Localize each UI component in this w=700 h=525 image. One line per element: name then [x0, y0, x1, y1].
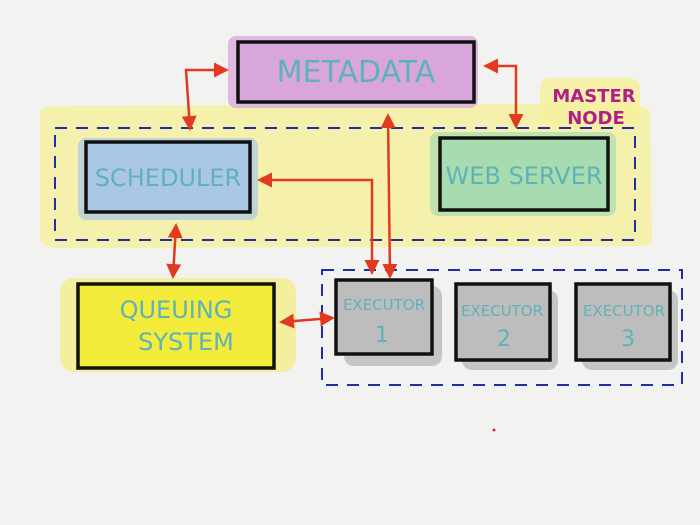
metadata-node: METADATA — [228, 36, 478, 108]
metadata-label: METADATA — [277, 55, 436, 90]
queuing-system-label-line1: QUEUING — [120, 296, 233, 324]
web-server-node: WEB SERVER — [430, 132, 616, 216]
metadata-box — [236, 40, 476, 104]
executor-2-number: 2 — [497, 327, 511, 352]
executor-3-box — [574, 282, 672, 362]
executor-2-label: EXECUTOR — [461, 302, 543, 320]
scheduler-box — [84, 140, 252, 214]
connector-scheduler-queuing — [166, 223, 183, 279]
queuing-system-node: QUEUING SYSTEM — [60, 278, 296, 372]
scheduler-label: SCHEDULER — [95, 164, 241, 192]
stray-dot — [492, 428, 496, 432]
executor-3-label: EXECUTOR — [583, 302, 665, 320]
connector-metadata-executor1 — [380, 113, 398, 279]
connector-metadata-scheduler — [181, 62, 229, 131]
web-server-box — [438, 136, 610, 212]
connector-scheduler-executor1 — [257, 172, 380, 275]
connector-queuing-executor1 — [279, 311, 335, 329]
executor-2-node: EXECUTOR 2 — [454, 282, 558, 370]
executor-3-node: EXECUTOR 3 — [574, 282, 678, 370]
master-node-label-line2: NODE — [567, 108, 625, 129]
connector-metadata-webserver — [483, 58, 524, 129]
executor-1-box — [334, 278, 434, 356]
executor-3-number: 3 — [621, 327, 635, 352]
master-node-dashed-border — [54, 127, 636, 241]
queuing-system-label-line2: SYSTEM — [138, 328, 234, 356]
executor-1-label: EXECUTOR — [343, 296, 425, 314]
executor-1-node: EXECUTOR 1 — [334, 278, 442, 366]
web-server-label: WEB SERVER — [445, 162, 602, 190]
queuing-system-box — [76, 282, 276, 370]
connectors — [166, 58, 524, 329]
master-node-label-line1: MASTER — [552, 86, 635, 107]
executor-1-number: 1 — [375, 323, 389, 348]
scheduler-node: SCHEDULER — [78, 138, 258, 220]
master-node-highlight-label — [540, 78, 640, 128]
executor-2-box — [454, 282, 552, 362]
